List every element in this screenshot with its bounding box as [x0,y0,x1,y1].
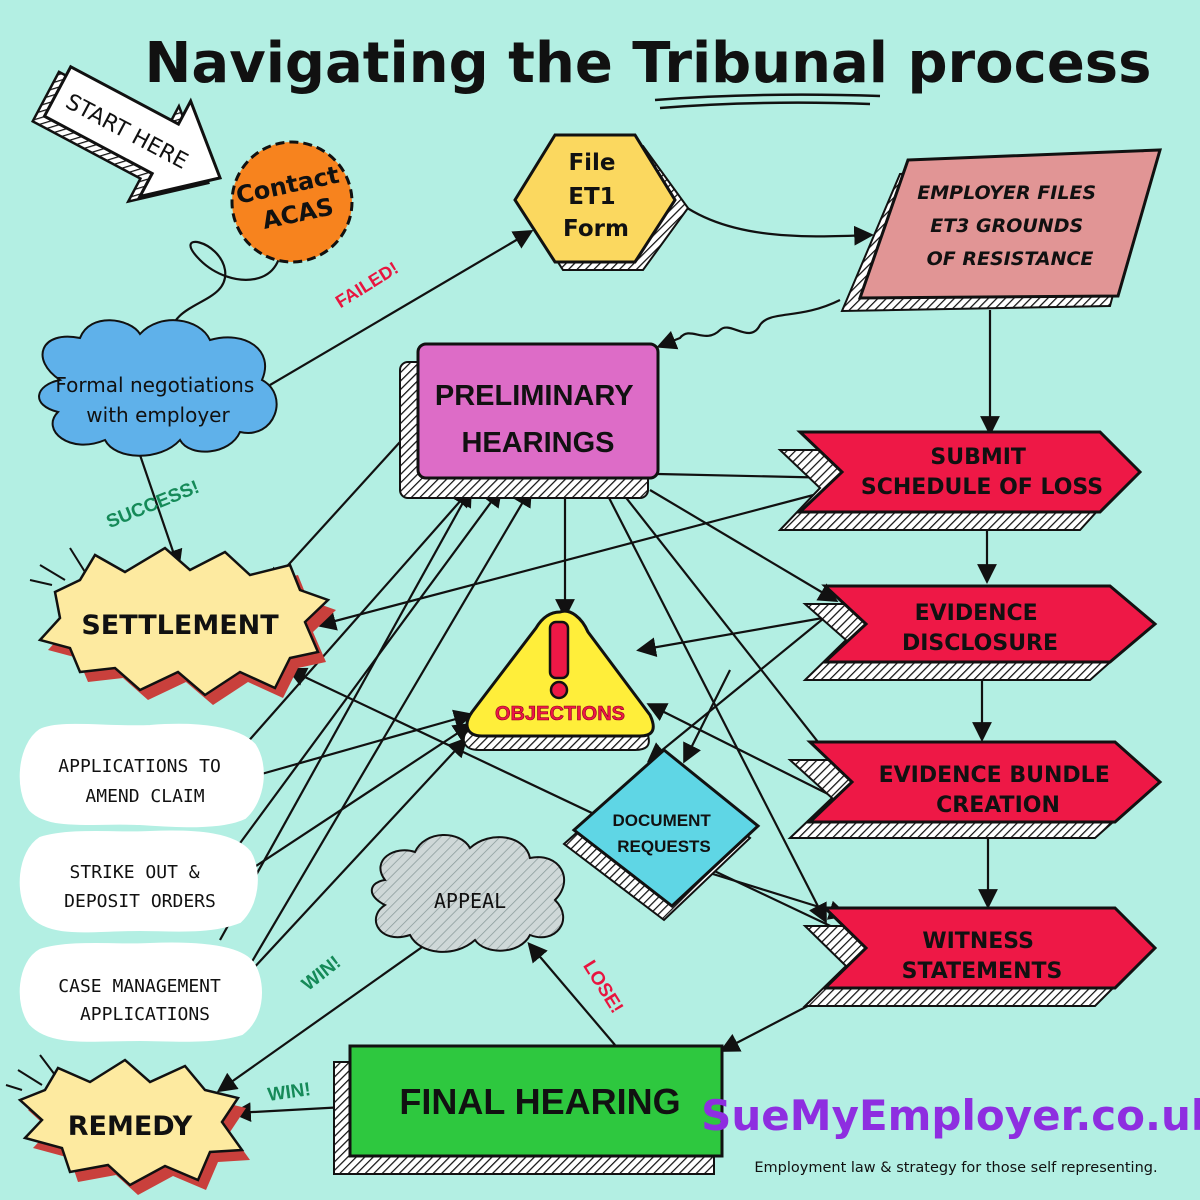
doc-requests-line2: REQUESTS [617,837,711,856]
node-preliminary-hearings: PRELIMINARY HEARINGS [399,342,660,499]
svg-text:File ET1 Form: File ET1 Form [563,150,629,242]
schedule-line1: SUBMIT [930,445,1026,470]
node-strike-out: STRIKE OUT & DEPOSIT ORDERS [19,830,258,933]
node-evidence-disclosure: EVIDENCE DISCLOSURE [802,584,1158,681]
preliminary-line2: HEARINGS [461,427,614,459]
connectors [138,194,1000,1123]
svg-text:STRIKE OUT & DEPOSIT ORD: STRIKE OUT & DEPOSIT ORDERS [64,862,216,912]
case-line1: CASE MANAGEMENT [58,976,221,997]
node-document-requests: DOCUMENT REQUESTS [562,748,761,922]
node-negotiations: Formal negotiations with employer [38,319,278,457]
node-schedule-of-loss: SUBMIT SCHEDULE OF LOSS [777,430,1143,531]
node-amend-claim: APPLICATIONS TO AMEND CLAIM [19,723,264,828]
preliminary-line1: PRELIMINARY [435,380,633,412]
case-line2: APPLICATIONS [80,1004,210,1025]
svg-text:SUBMIT SCHEDULE OF LOSS: SUBMIT SCHEDULE OF LOSS [861,445,1103,500]
svg-text:PRELIMINARY HEARINGS: PRELIMINARY HEARINGS [435,380,641,459]
page-title: Navigating the Tribunal process [145,31,1152,96]
disclosure-line1: EVIDENCE [915,601,1038,626]
node-remedy: REMEDY [5,1054,250,1195]
svg-text:DOCUMENT REQUESTS: DOCUMENT REQUESTS [613,811,716,856]
settlement-label: SETTLEMENT [81,610,279,641]
objections-label: OBJECTIONS [495,703,625,725]
witness-line2: STATEMENTS [902,959,1063,984]
bundle-line1: EVIDENCE BUNDLE [879,763,1110,788]
final-hearing-label: FINAL HEARING [399,1081,680,1122]
et3-line3: OF RESISTANCE [927,248,1094,270]
settlement-burst-lines [29,547,86,586]
remedy-label: REMEDY [68,1111,193,1142]
node-settlement: SETTLEMENT [29,546,336,705]
doc-requests-line1: DOCUMENT [613,811,712,830]
svg-text:CASE MANAGEMENT APPLICAT: CASE MANAGEMENT APPLICATIONS [58,976,231,1025]
amend-line2: AMEND CLAIM [85,786,204,807]
et3-line2: ET3 GROUNDS [930,215,1083,237]
bundle-line2: CREATION [936,793,1060,818]
svg-text:EVIDENCE DISCLOSURE: EVIDENCE DISCLOSURE [902,601,1058,656]
node-evidence-bundle: EVIDENCE BUNDLE CREATION [787,740,1163,839]
negotiations-line2: with employer [86,403,230,427]
svg-text:Formal negotiations with: Formal negotiations with employer [55,373,260,427]
node-contact-acas: Contact ACAS [230,140,354,264]
et1-line2: ET1 [568,184,615,210]
et1-line3: Form [563,216,629,242]
node-objections: OBJECTIONS [462,609,655,751]
disclosure-line2: DISCLOSURE [902,631,1058,656]
node-appeal: APPEAL [370,834,566,953]
node-witness-statements: WITNESS STATEMENTS [802,906,1158,1007]
strike-line2: DEPOSIT ORDERS [64,891,216,912]
et1-line1: File [568,150,615,176]
et3-line1: EMPLOYER FILES [917,182,1096,204]
node-employer-et3: EMPLOYER FILES ET3 GROUNDS OF RESISTANCE [840,148,1163,313]
node-case-management: CASE MANAGEMENT APPLICATIONS [19,942,262,1042]
remedy-burst-lines [5,1054,56,1091]
exclamation-icon [548,620,570,680]
node-final-hearing: FINAL HEARING [333,1044,724,1175]
brand-name: SueMyEmployer.co.uk [701,1091,1200,1140]
appeal-label: APPEAL [434,889,506,913]
title-underline [654,93,881,110]
svg-text:EMPLOYER FILES ET3 GROUN: EMPLOYER FILES ET3 GROUNDS OF RESISTANCE [917,182,1102,270]
amend-line1: APPLICATIONS TO [58,756,221,777]
svg-text:EVIDENCE BUNDLE CREATION: EVIDENCE BUNDLE CREATION [879,763,1118,818]
node-file-et1: File ET1 Form [513,133,690,271]
schedule-line2: SCHEDULE OF LOSS [861,475,1103,500]
svg-text:WITNESS STATEMENTS: WITNESS STATEMENTS [902,929,1063,984]
brand-tagline: Employment law & strategy for those self… [754,1160,1157,1176]
strike-line1: STRIKE OUT & [70,862,200,883]
negotiations-line1: Formal negotiations [55,373,254,397]
svg-text:APPLICATIONS TO AMEND CL: APPLICATIONS TO AMEND CLAIM [58,756,231,807]
witness-line1: WITNESS [922,929,1034,954]
